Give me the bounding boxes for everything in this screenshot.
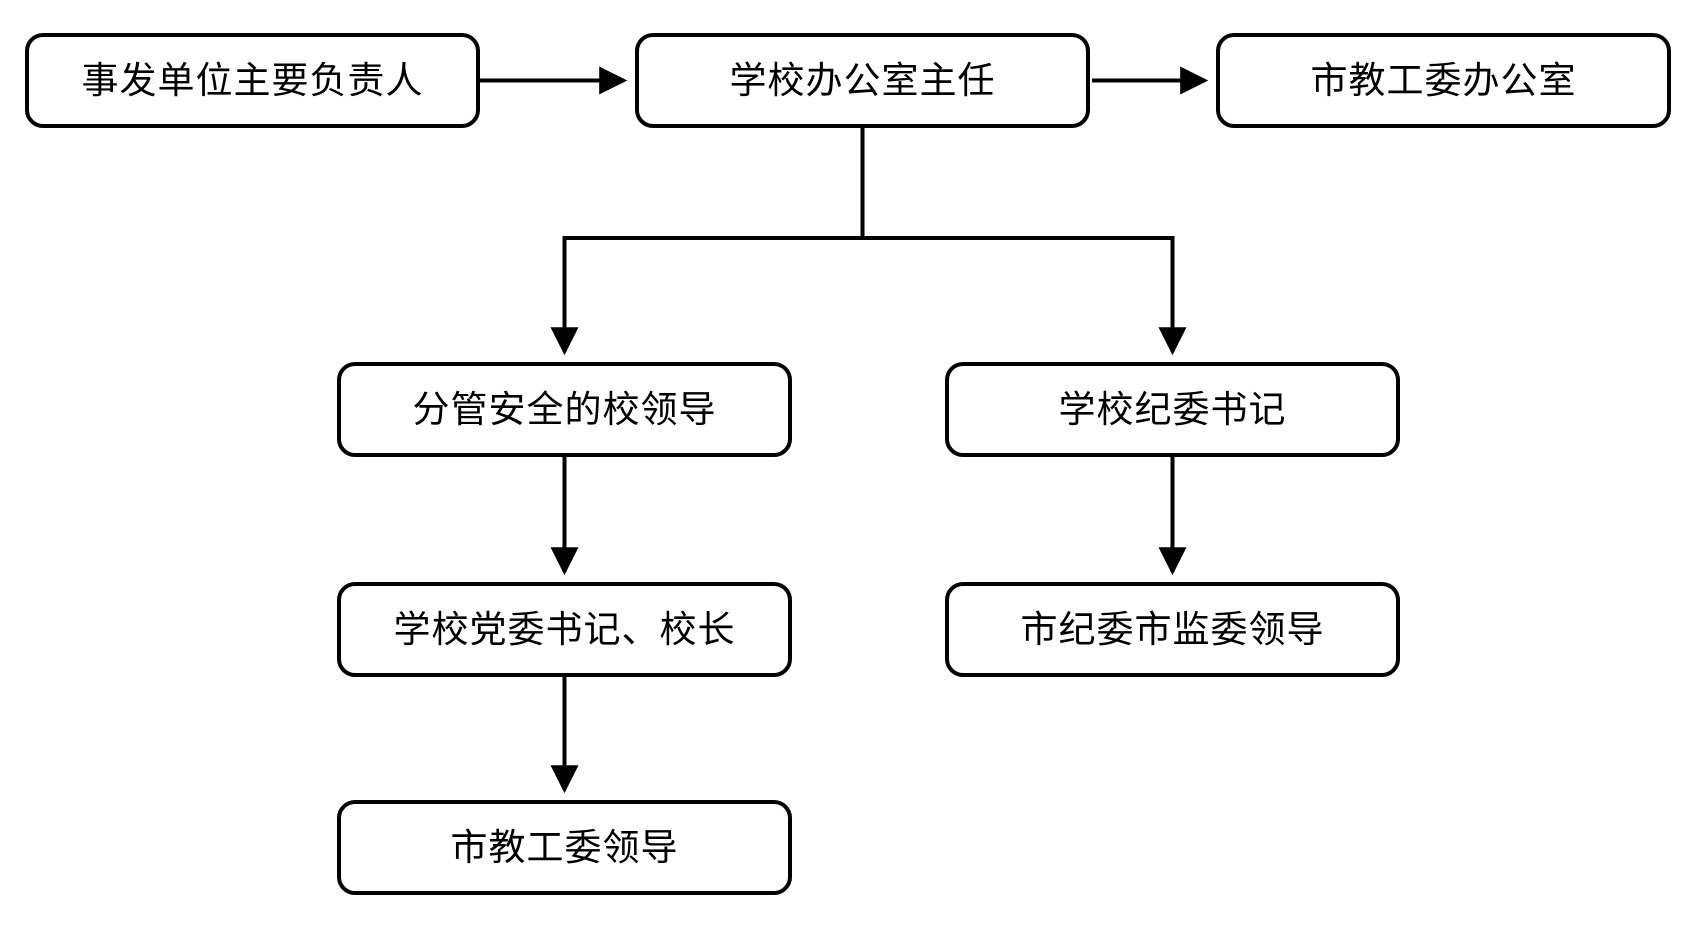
- node-city-discipline-leaders: 市纪委市监委领导: [945, 582, 1400, 677]
- node-city-discipline-leaders-label: 市纪委市监委领导: [1020, 608, 1325, 651]
- node-city-edu-committee-office: 市教工委办公室: [1216, 33, 1671, 128]
- node-party-secretary-principal: 学校党委书记、校长: [337, 582, 792, 677]
- node-city-edu-committee-leaders-label: 市教工委领导: [450, 826, 679, 869]
- node-safety-school-leader-label: 分管安全的校领导: [412, 388, 717, 431]
- node-school-discipline-secretary-label: 学校纪委书记: [1058, 388, 1287, 431]
- node-city-edu-committee-office-label: 市教工委办公室: [1310, 59, 1577, 102]
- node-party-secretary-principal-label: 学校党委书记、校长: [393, 608, 736, 651]
- node-school-office-director: 学校办公室主任: [635, 33, 1090, 128]
- node-incident-unit-head-label: 事发单位主要负责人: [81, 59, 424, 102]
- node-city-edu-committee-leaders: 市教工委领导: [337, 800, 792, 895]
- node-school-discipline-secretary: 学校纪委书记: [945, 362, 1400, 457]
- node-safety-school-leader: 分管安全的校领导: [337, 362, 792, 457]
- node-school-office-director-label: 学校办公室主任: [729, 59, 996, 102]
- node-incident-unit-head: 事发单位主要负责人: [25, 33, 480, 128]
